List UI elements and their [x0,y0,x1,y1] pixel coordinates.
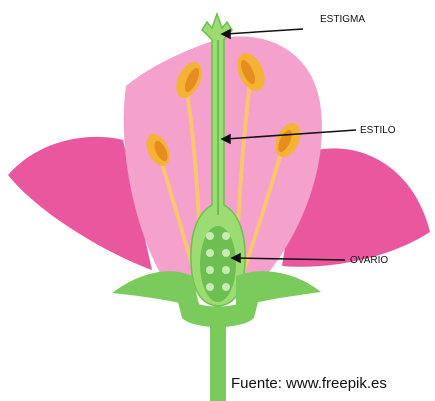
ovule [206,232,214,240]
ovule [222,266,230,274]
stigma-pointer [226,29,303,34]
ovary-chamber [200,226,236,302]
ovary-label: OVARIO [350,255,388,266]
ovule [206,266,214,274]
stem [210,314,226,401]
ovule [206,249,214,257]
ovule [206,283,214,291]
ovule [222,249,230,257]
ovule [222,232,230,240]
ovule [222,283,230,291]
style-label: ESTILO [360,125,396,136]
source-credit: Fuente: www.freepik.es [231,375,387,392]
stigma-label: ESTIGMA [320,14,365,25]
